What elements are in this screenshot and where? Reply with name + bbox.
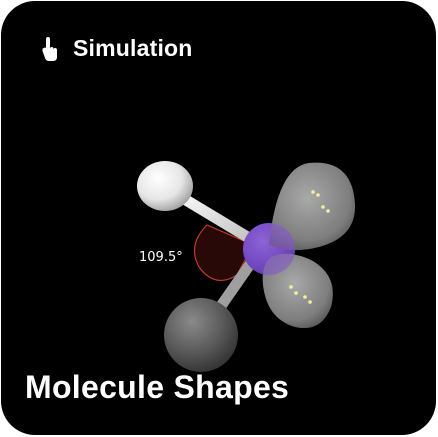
hand-pointer-icon (42, 36, 57, 61)
bond-angle-arc (193, 224, 254, 282)
simulation-badge: Simulation (41, 35, 193, 62)
lone-pair-upper (269, 162, 356, 251)
badge-label: Simulation (73, 35, 193, 61)
bonded-atom-gray (164, 298, 238, 372)
card-title: Molecule Shapes (25, 369, 290, 405)
bonded-atom-white (137, 161, 193, 211)
bond-angle-label: 109.5° (139, 250, 183, 265)
